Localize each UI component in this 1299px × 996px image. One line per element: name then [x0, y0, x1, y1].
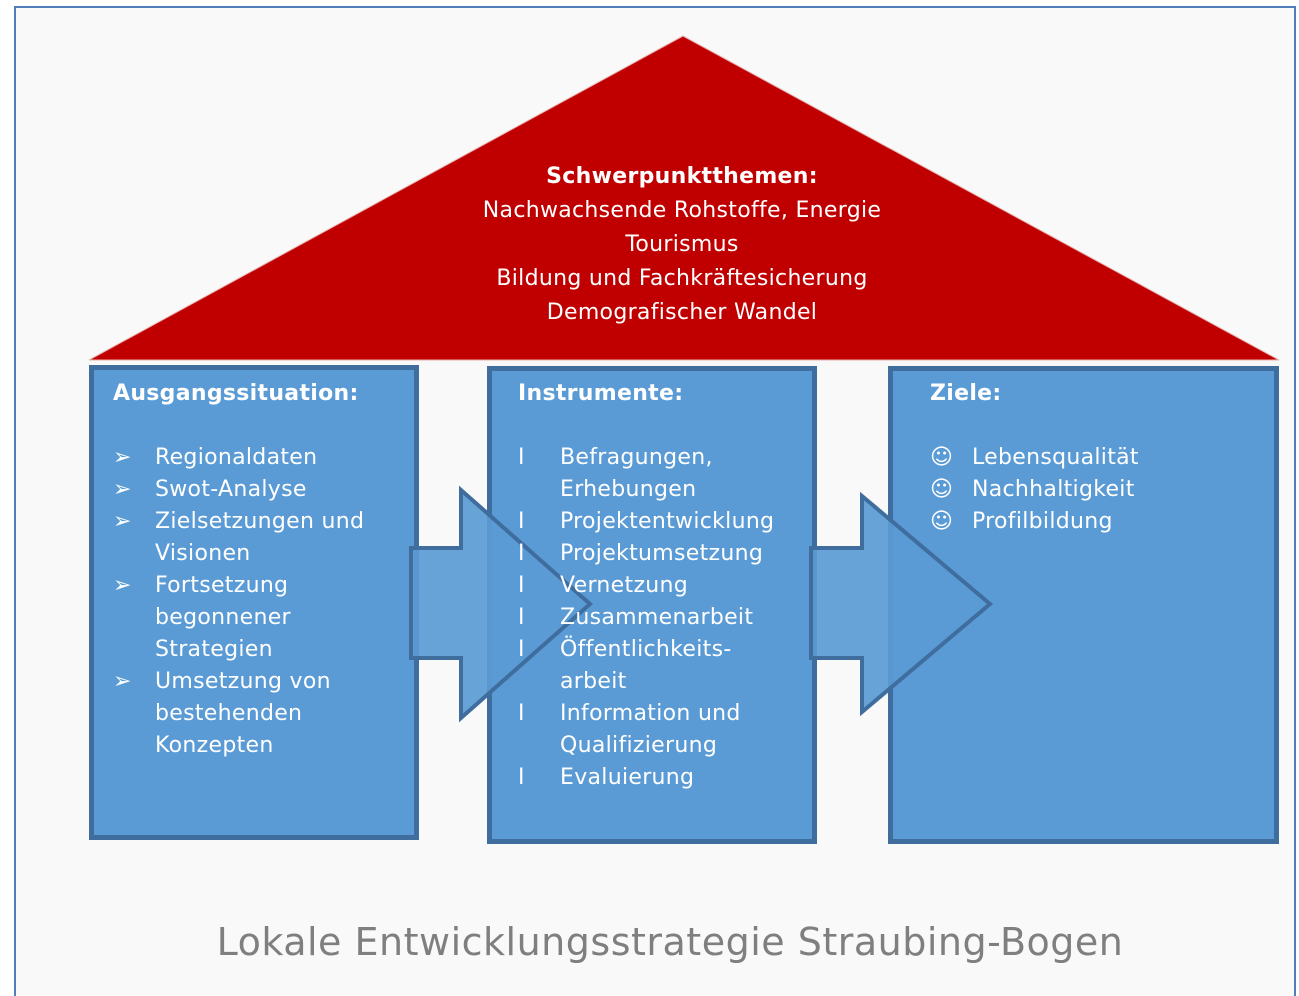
list-item: I Projektumsetzung [518, 538, 818, 570]
list-item: I Evaluierung [518, 762, 818, 794]
list-item: I Zusammenarbeit [518, 602, 818, 634]
list-item-text: Swot-Analyse [155, 477, 307, 502]
list-item-text: Profilbildung [972, 509, 1113, 534]
list-item-text: Vernetzung [560, 573, 689, 598]
list-item: I Projektentwicklung [518, 506, 818, 538]
arrow-left-to-middle [409, 485, 594, 723]
list-item-text: bestehenden [155, 701, 303, 726]
box-ausgangssituation [89, 365, 419, 840]
column-heading: Instrumente: [518, 381, 684, 406]
roof-line: Tourismus [625, 232, 739, 257]
bar-bullet-icon: I [518, 445, 525, 470]
roof-heading: Schwerpunktthemen: [546, 164, 818, 189]
list-item: ☺ Nachhaltigkeit [930, 474, 1260, 506]
list-item-text: Strategien [155, 637, 273, 662]
list-item-text: Zusammenarbeit [560, 605, 754, 630]
bar-bullet-icon: I [518, 573, 525, 598]
column-heading: Ziele: [930, 381, 1002, 406]
bar-bullet-icon: I [518, 605, 525, 630]
list-item-text: Evaluierung [560, 765, 695, 790]
smiley-icon: ☺ [930, 509, 954, 534]
list-item-text: arbeit [560, 669, 627, 694]
list-item-text: Konzepten [155, 733, 274, 758]
list-item: ☺ Profilbildung [930, 506, 1260, 538]
roof-triangle [88, 35, 1280, 361]
list-item: I Vernetzung [518, 570, 818, 602]
list-item: I Befragungen, Erhebungen [518, 442, 818, 506]
arrowhead-bullet-icon: ➢ [113, 477, 132, 502]
arrowhead-bullet-icon: ➢ [113, 445, 132, 470]
bar-bullet-icon: I [518, 541, 525, 566]
list-item-text: Lebensqualität [972, 445, 1139, 470]
arrowhead-bullet-icon: ➢ [113, 573, 132, 598]
list-item-text: Information und [560, 701, 741, 726]
list-item-text: Erhebungen [560, 477, 697, 502]
list-item-text: Projektentwicklung [560, 509, 775, 534]
list-item-text: begonnener [155, 605, 291, 630]
column-ziele: Ziele: ☺ Lebensqualität ☺ Nachhaltigkeit ☺ Pr… [930, 378, 1260, 538]
list-item-text: Fortsetzung [155, 573, 289, 598]
smiley-icon: ☺ [930, 477, 954, 502]
arrowhead-bullet-icon: ➢ [113, 509, 132, 534]
bullet-list: ☺ Lebensqualität ☺ Nachhaltigkeit ☺ Profilbil… [930, 442, 1260, 538]
bullet-list: ➢ Regionaldaten ➢ Swot-Analyse ➢ Zielsetzunge… [113, 442, 413, 762]
roof-line: Nachwachsende Rohstoffe, Energie [482, 198, 882, 223]
smiley-icon: ☺ [930, 445, 954, 470]
bar-bullet-icon: I [518, 509, 525, 534]
list-item-text: Regionaldaten [155, 445, 318, 470]
roof-text: Schwerpunktthemen: Nachwachsende Rohstof… [380, 160, 984, 330]
arrowhead-bullet-icon: ➢ [113, 669, 132, 694]
list-item-text: Zielsetzungen und [155, 509, 365, 534]
list-item-text: Projektumsetzung [560, 541, 764, 566]
column-ausgangssituation: Ausgangssituation: ➢ Regionaldaten ➢ Swot-A… [113, 378, 413, 762]
bar-bullet-icon: I [518, 637, 525, 662]
list-item: ➢ Swot-Analyse [113, 474, 413, 506]
list-item-text: Visionen [155, 541, 251, 566]
bar-bullet-icon: I [518, 701, 525, 726]
list-item: ☺ Lebensqualität [930, 442, 1260, 474]
list-item: ➢ Regionaldaten [113, 442, 413, 474]
roof-line: Bildung und Fachkräftesicherung [496, 266, 868, 291]
arrow-middle-to-right [809, 491, 994, 717]
list-item-text: Öffentlichkeits- [560, 637, 732, 662]
list-item: I Öffentlichkeits-arbeit [518, 634, 818, 698]
list-item-text: Befragungen, [560, 445, 713, 470]
roof-line: Demografischer Wandel [546, 300, 818, 325]
diagram-title: Lokale Entwicklungsstrategie Straubing-B… [216, 920, 1124, 964]
list-item-text: Nachhaltigkeit [972, 477, 1135, 502]
bar-bullet-icon: I [518, 765, 525, 790]
list-item-text: Qualifizierung [560, 733, 718, 758]
list-item-text: Umsetzung von [155, 669, 331, 694]
column-heading: Ausgangssituation: [113, 381, 359, 406]
